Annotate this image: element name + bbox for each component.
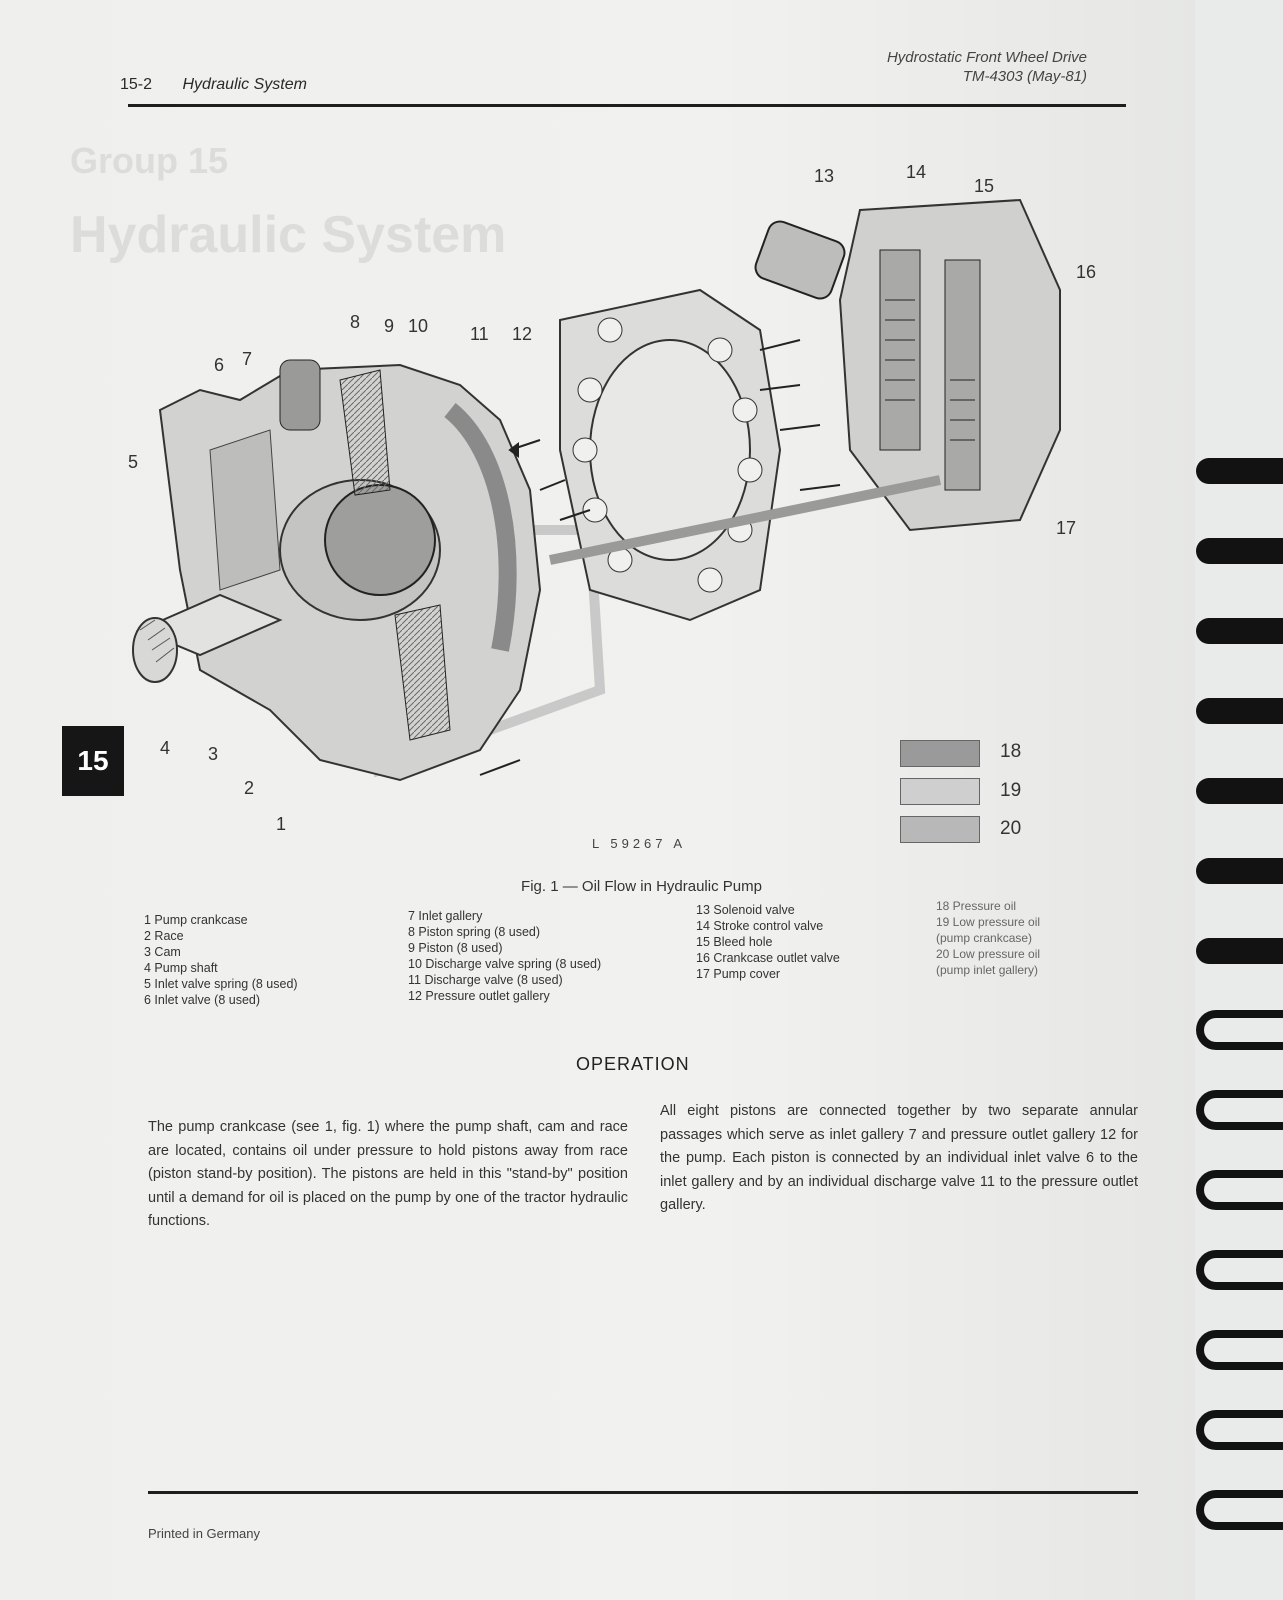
binding-coil <box>1196 1010 1283 1050</box>
pump-plate <box>559 288 782 622</box>
part-item: 8 Piston spring (8 used) <box>408 925 541 939</box>
part-item: 10 Discharge valve spring (8 used) <box>408 957 602 971</box>
binding-coil <box>1196 618 1283 644</box>
page-header-left: 15-2 Hydraulic System <box>120 76 307 94</box>
legend-swatch-pressure-oil <box>900 740 980 767</box>
part-item: 3 Cam <box>144 945 181 959</box>
parts-list-col4: 18 Pressure oil 19 Low pressure oil (pum… <box>936 898 1040 978</box>
callout-2: 2 <box>244 778 255 798</box>
part-item: 17 Pump cover <box>696 967 781 981</box>
callout-10: 10 <box>408 316 429 336</box>
pump-cover <box>754 198 1061 532</box>
binding-coil <box>1196 538 1283 564</box>
binding-coil <box>1196 698 1283 724</box>
binding-coil <box>1196 938 1283 964</box>
callout-3: 3 <box>208 744 219 764</box>
part-item: (pump crankcase) <box>936 931 1033 945</box>
callout-17: 17 <box>1056 518 1077 538</box>
binding-coil <box>1196 1490 1283 1530</box>
pump-body <box>158 359 542 782</box>
callout-11: 11 <box>470 324 489 344</box>
legend-swatch-low-pressure-crankcase <box>900 778 980 805</box>
part-item: (pump inlet gallery) <box>936 963 1039 977</box>
bleed-through-group-heading: Group 15 <box>70 140 229 181</box>
legend-label-18: 18 <box>1000 741 1022 762</box>
callout-15: 15 <box>974 176 995 196</box>
callout-6: 6 <box>214 355 225 375</box>
binding-coil <box>1196 1330 1283 1370</box>
part-item: 6 Inlet valve (8 used) <box>144 993 261 1007</box>
binding-coil <box>1196 1170 1283 1210</box>
parts-list-col1: 1 Pump crankcase 2 Race 3 Cam 4 Pump sha… <box>144 912 298 1008</box>
part-item: 4 Pump shaft <box>144 961 218 975</box>
page-number: 15-2 <box>120 76 153 93</box>
callout-4: 4 <box>160 738 171 758</box>
part-item: 20 Low pressure oil <box>936 947 1041 961</box>
group-tab: 15 <box>62 726 124 796</box>
part-item: 7 Inlet gallery <box>408 909 483 923</box>
operation-left-paragraph: The pump crankcase (see 1, fig. 1) where… <box>148 1119 628 1229</box>
figure-image-code: L 59267 A <box>592 836 687 851</box>
bleed-through-section-heading: Hydraulic System <box>70 206 507 264</box>
hydraulic-pump-illustration <box>132 198 1061 782</box>
manual-title: Hydrostatic Front Wheel Drive <box>886 49 1087 66</box>
callout-1: 1 <box>276 814 287 834</box>
part-item: 13 Solenoid valve <box>696 903 795 917</box>
pump-shaft <box>132 593 283 683</box>
callout-14: 14 <box>906 162 927 182</box>
binding-coil <box>1196 778 1283 804</box>
part-item: 9 Piston (8 used) <box>408 941 503 955</box>
part-item: 1 Pump crankcase <box>144 913 248 927</box>
legend-swatch-low-pressure-inlet <box>900 816 980 843</box>
callout-5: 5 <box>128 452 139 472</box>
part-item: 19 Low pressure oil <box>936 915 1041 929</box>
callout-16: 16 <box>1076 262 1097 282</box>
page-header-right: Hydrostatic Front Wheel Drive TM-4303 (M… <box>887 48 1087 86</box>
manual-page: Group 15 Hydraulic System 15-2 Hydraulic… <box>0 0 1195 1600</box>
part-item: 2 Race <box>144 929 184 943</box>
binding-coil <box>1196 1410 1283 1450</box>
part-item: 5 Inlet valve spring (8 used) <box>144 977 298 991</box>
operation-right-paragraph: All eight pistons are connected together… <box>660 1103 1138 1213</box>
callout-7: 7 <box>242 349 253 369</box>
legend-label-20: 20 <box>1000 818 1022 839</box>
part-item: 14 Stroke control valve <box>696 919 824 933</box>
section-title: Hydraulic System <box>182 76 307 93</box>
legend-label-19: 19 <box>1000 780 1022 801</box>
part-item: 18 Pressure oil <box>936 899 1017 913</box>
footer-text: Printed in Germany <box>148 1526 260 1541</box>
parts-list-col3: 13 Solenoid valve 14 Stroke control valv… <box>696 902 840 982</box>
operation-heading: OPERATION <box>576 1054 690 1074</box>
manual-code: TM-4303 (May-81) <box>962 68 1087 85</box>
header-rule <box>128 104 1126 107</box>
part-item: 12 Pressure outlet gallery <box>408 989 550 1003</box>
binding-coil <box>1196 1250 1283 1290</box>
part-item: 15 Bleed hole <box>696 935 773 949</box>
figure-caption: Fig. 1 — Oil Flow in Hydraulic Pump <box>521 878 762 895</box>
callout-8: 8 <box>350 312 361 332</box>
binding-coil <box>1196 858 1283 884</box>
callout-12: 12 <box>512 324 533 344</box>
footer-rule <box>148 1491 1138 1494</box>
part-item: 16 Crankcase outlet valve <box>696 951 840 965</box>
callout-9: 9 <box>384 316 395 336</box>
binding-coil <box>1196 458 1283 484</box>
flow-arrows <box>479 339 841 776</box>
parts-list-col2: 7 Inlet gallery 8 Piston spring (8 used)… <box>408 908 601 1004</box>
callout-13: 13 <box>814 166 835 186</box>
binding-coil <box>1196 1090 1283 1130</box>
part-item: 11 Discharge valve (8 used) <box>408 973 563 987</box>
